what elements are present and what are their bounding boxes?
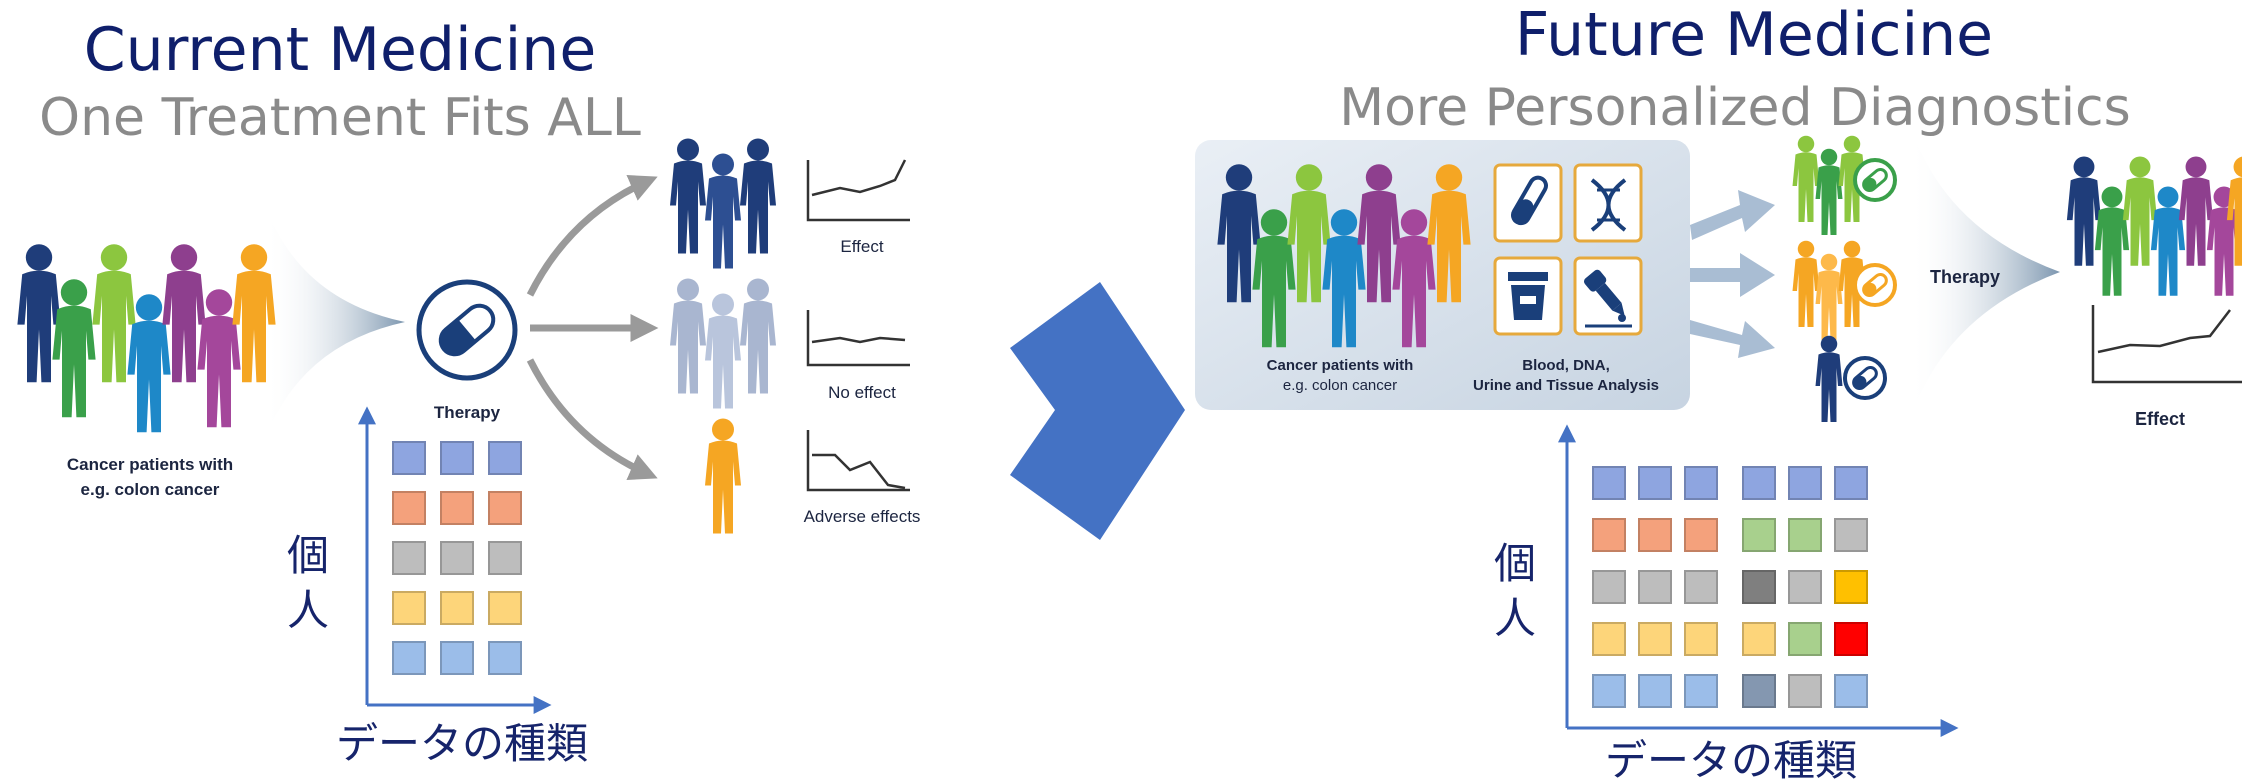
effect-graph-icon: [806, 159, 910, 222]
data-cell: [1788, 466, 1822, 500]
future-medicine-title: Future Medicine: [1515, 0, 1993, 70]
data-cell: [1742, 622, 1776, 656]
current-medicine-subtitle: One Treatment Fits ALL: [39, 88, 641, 148]
data-cell: [488, 641, 522, 675]
data-cell: [1684, 674, 1718, 708]
responder-group-icon: [670, 138, 776, 269]
data-cell: [1638, 518, 1672, 552]
left-data-grid: [392, 441, 522, 675]
adverse-responder-icon: [705, 418, 741, 534]
data-cell: [392, 441, 426, 475]
branch-arrow-adverse: [526, 358, 658, 480]
transition-arrow: [1010, 282, 1185, 540]
dna-icon: [1573, 163, 1643, 243]
future-medicine-subtitle: More Personalized Diagnostics: [1339, 78, 2131, 138]
future-patients-label-line2: e.g. colon cancer: [1283, 377, 1397, 394]
future-medicine-section: Future Medicine More Personalized Diagno…: [1195, 0, 2242, 781]
data-cell: [1742, 570, 1776, 604]
future-patients-label-line1: Cancer patients with: [1267, 357, 1414, 374]
data-cell: [1742, 518, 1776, 552]
data-cell: [440, 491, 474, 525]
orange-pill-icon: [1853, 263, 1897, 307]
adverse-graph-icon: [806, 430, 910, 492]
current-medicine-section: Current Medicine One Treatment Fits ALL …: [17, 15, 920, 768]
test-tube-icon: [1493, 163, 1563, 243]
left-x-axis-label: データの種類: [336, 719, 588, 768]
patient-group-icon: [17, 244, 276, 433]
data-cell: [440, 541, 474, 575]
data-cell: [440, 641, 474, 675]
analysis-label-line2: Urine and Tissue Analysis: [1473, 377, 1659, 394]
therapy-fan: [1910, 125, 2060, 420]
left-y-axis-label-1: 個: [287, 531, 329, 580]
right-x-axis-label: データの種類: [1605, 736, 1857, 781]
data-cell: [488, 441, 522, 475]
data-cell: [1788, 570, 1822, 604]
data-cell: [392, 641, 426, 675]
data-cell: [1684, 518, 1718, 552]
data-cell: [440, 591, 474, 625]
data-cell: [1684, 570, 1718, 604]
data-cell: [1638, 570, 1672, 604]
right-data-grid: [1592, 466, 1868, 708]
data-cell: [1742, 674, 1776, 708]
pill-icon: [416, 279, 518, 381]
right-y-axis-label-2: 人: [1494, 594, 1536, 643]
data-cell: [488, 541, 522, 575]
non-responder-group-icon: [670, 278, 776, 409]
future-effect-label: Effect: [2135, 409, 2185, 429]
data-cell: [392, 591, 426, 625]
right-data-axes: [1558, 424, 1959, 737]
data-cell: [488, 591, 522, 625]
navy-subgroup-icon: [1815, 335, 1843, 422]
data-cell: [1788, 674, 1822, 708]
data-cell: [1684, 622, 1718, 656]
future-effect-graph-icon: [2091, 305, 2242, 384]
data-cell: [1592, 622, 1626, 656]
data-cell: [440, 441, 474, 475]
urine-container-icon: [1493, 256, 1563, 336]
data-cell: [1592, 674, 1626, 708]
analysis-label-line1: Blood, DNA,: [1522, 357, 1610, 374]
data-cell: [1592, 518, 1626, 552]
no-effect-graph-icon: [806, 310, 910, 367]
left-data-axes: [358, 406, 552, 714]
data-cell: [392, 541, 426, 575]
future-therapy-label: Therapy: [1930, 267, 2000, 287]
current-medicine-title: Current Medicine: [84, 15, 596, 85]
data-cell: [1684, 466, 1718, 500]
data-cell: [1834, 622, 1868, 656]
data-cell: [1834, 570, 1868, 604]
data-cell: [1638, 674, 1672, 708]
data-cell: [1834, 674, 1868, 708]
green-pill-icon: [1853, 158, 1897, 202]
data-cell: [488, 491, 522, 525]
patients-label-line2: e.g. colon cancer: [81, 480, 220, 499]
data-cell: [1834, 466, 1868, 500]
therapy-label: Therapy: [434, 403, 501, 422]
data-cell: [1638, 622, 1672, 656]
data-cell: [1742, 466, 1776, 500]
dropper-icon: [1573, 256, 1643, 336]
patient-flow-fan: [265, 205, 405, 440]
data-cell: [1638, 466, 1672, 500]
data-cell: [1592, 570, 1626, 604]
data-cell: [1834, 518, 1868, 552]
branch-arrow-effect: [526, 175, 658, 297]
data-cell: [1592, 466, 1626, 500]
outcome-adverse-label: Adverse effects: [804, 507, 921, 526]
right-y-axis-label-1: 個: [1494, 539, 1536, 588]
data-cell: [392, 491, 426, 525]
navy-pill-icon: [1843, 356, 1887, 400]
treated-group-icon: [2066, 156, 2242, 296]
patients-label-line1: Cancer patients with: [67, 455, 233, 474]
outcome-effect-label: Effect: [840, 237, 883, 256]
left-y-axis-label-2: 人: [287, 586, 329, 635]
data-cell: [1788, 622, 1822, 656]
stratification-arrows: [1690, 190, 1775, 358]
data-cell: [1788, 518, 1822, 552]
outcome-no-effect-label: No effect: [828, 383, 896, 402]
